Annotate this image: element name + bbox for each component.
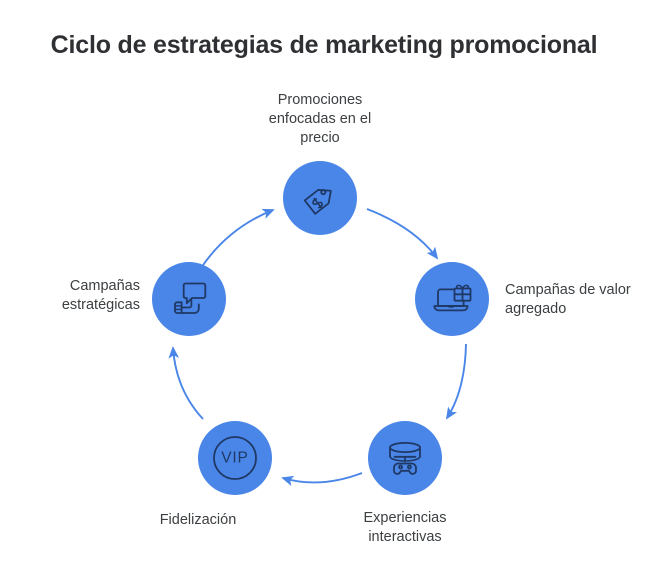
cycle-node-loyalty[interactable]: VIP	[198, 421, 272, 495]
arrow-strategic-to-price	[200, 208, 275, 269]
cycle-node-strategic[interactable]	[152, 262, 226, 336]
arrow-experience-to-loyalty	[281, 472, 363, 487]
cycle-node-value[interactable]	[415, 262, 489, 336]
cycle-label-value: Campañas de valor agregado	[505, 282, 631, 317]
vip-badge-text: VIP	[221, 450, 248, 467]
cycle-label-experience: Experiencias interactivas	[363, 510, 447, 545]
cycle-node-experience[interactable]	[368, 421, 442, 495]
cycle-label-price: Promociones enfocadas en el precio	[268, 92, 372, 146]
cycle-node-price[interactable]	[283, 161, 357, 235]
page-title: Ciclo de estrategias de marketing promoc…	[50, 31, 598, 59]
arrow-value-to-experience	[445, 343, 467, 420]
cycle-label-loyalty: Fidelización	[159, 512, 237, 528]
hand-speech-bubble-icon	[167, 278, 211, 320]
arrow-loyalty-to-strategic	[168, 346, 204, 420]
price-tag-icon	[299, 177, 341, 219]
arrow-price-to-value	[366, 208, 439, 260]
laptop-gift-icon	[430, 278, 474, 320]
vr-headset-gamepad-icon	[383, 437, 427, 479]
vip-badge-icon: VIP	[209, 432, 261, 484]
cycle-label-strategic: Campañas estratégicas	[61, 278, 140, 313]
